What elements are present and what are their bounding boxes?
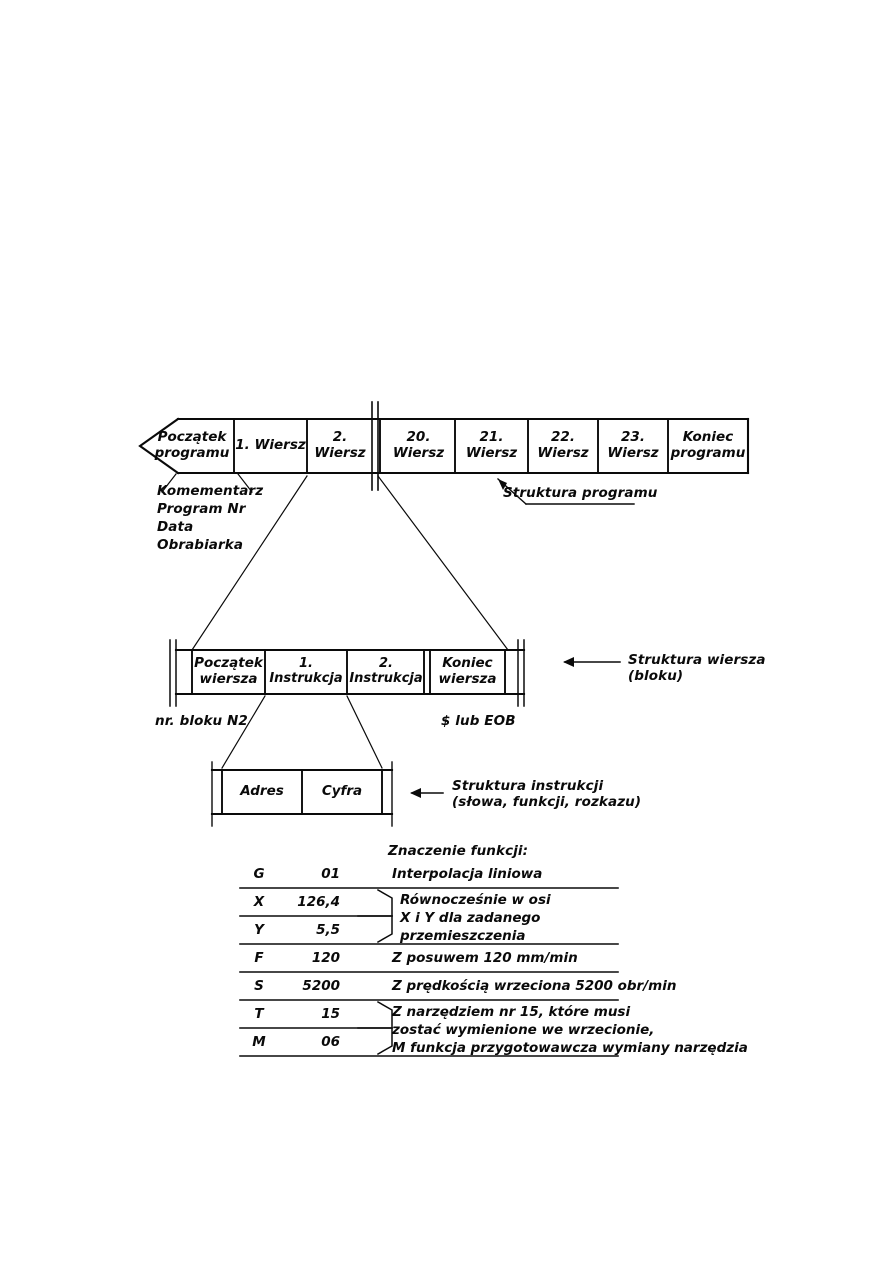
function-row-symbol-s: S xyxy=(254,978,264,994)
block-cell-instruction-1: 1. Instrukcja xyxy=(269,656,343,686)
program-header-note-program-nr: Program Nr xyxy=(157,501,246,517)
program-row-leaders xyxy=(161,473,253,493)
function-row-symbol-x: X xyxy=(253,894,265,910)
expansion-lines-program-to-block xyxy=(191,475,509,651)
function-table-group-braces xyxy=(357,888,393,1056)
program-structure-callout: Struktura programu xyxy=(503,485,658,501)
function-row-meaning-f: Z posuwem 120 mm/min xyxy=(392,950,578,966)
function-row-symbol-m: M xyxy=(252,1034,266,1050)
function-row-value-y: 5,5 xyxy=(316,922,340,938)
block-row-break-marks xyxy=(169,639,525,707)
program-row-frame xyxy=(138,417,750,475)
block-cell-start: Początek wiersza xyxy=(194,655,263,687)
function-row-value-g: 01 xyxy=(321,866,340,882)
block-callout-arrow xyxy=(563,657,621,667)
function-row-value-t: 15 xyxy=(321,1006,340,1022)
function-table-rules xyxy=(239,887,619,1057)
function-row-value-m: 06 xyxy=(321,1034,340,1050)
function-table-header: Znaczenie funkcji: xyxy=(388,843,529,859)
program-row-dividers xyxy=(233,418,669,474)
program-cell-line-20: 20. Wiersz xyxy=(392,429,445,461)
function-row-meaning-s: Z prędkością wrzeciona 5200 obr/min xyxy=(392,978,677,994)
program-cell-start: Początek programu xyxy=(154,429,230,461)
block-right-note: $ lub EOB xyxy=(441,713,516,729)
instruction-cell-adres: Adres xyxy=(240,783,284,800)
program-cell-line-23: 23. Wiersz xyxy=(607,429,659,461)
block-row-dividers xyxy=(191,649,506,695)
function-row-value-x: 126,4 xyxy=(297,894,340,910)
program-cell-line-2: 2. Wiersz xyxy=(314,429,366,461)
expansion-lines-block-to-instruction xyxy=(221,695,383,769)
block-cell-instruction-2: 2. Instrukcja xyxy=(349,656,423,686)
function-row-value-s: 5200 xyxy=(302,978,340,994)
function-row-symbol-g: G xyxy=(253,866,265,882)
program-header-note-komentarz: Komementarz xyxy=(157,483,264,499)
function-group-meaning-tm: Z narzędziem nr 15, które musi zostać wy… xyxy=(392,1004,748,1056)
function-group-meaning-xy: Równocześnie w osi X i Y dla zadanego pr… xyxy=(400,892,551,944)
function-row-symbol-f: F xyxy=(254,950,264,966)
instruction-cell-cyfra: Cyfra xyxy=(321,783,363,800)
program-cell-line-21: 21. Wiersz xyxy=(465,429,518,461)
program-cell-line-22: 22. Wiersz xyxy=(537,429,589,461)
program-cell-line-1: 1. Wiersz xyxy=(235,437,306,454)
instruction-callout-arrow xyxy=(410,788,444,798)
block-structure-callout: Struktura wiersza (bloku) xyxy=(628,652,766,684)
function-row-symbol-y: Y xyxy=(254,922,264,938)
block-row-frame xyxy=(174,648,526,696)
function-row-meaning-g: Interpolacja liniowa xyxy=(392,866,543,882)
program-cell-end: Koniec programu xyxy=(670,429,746,461)
block-cell-end: Koniec wiersza xyxy=(438,655,497,687)
program-header-note-data: Data xyxy=(157,519,194,535)
function-row-symbol-t: T xyxy=(254,1006,264,1022)
instruction-row-dividers xyxy=(221,769,383,815)
function-row-value-f: 120 xyxy=(311,950,340,966)
block-left-note: nr. bloku N2 xyxy=(155,713,248,729)
instruction-structure-callout: Struktura instrukcji (słowa, funkcji, ro… xyxy=(452,778,642,810)
program-header-note-obrabiarka: Obrabiarka xyxy=(157,537,244,553)
instruction-row-end-marks xyxy=(211,761,393,827)
program-callout-leader xyxy=(497,478,635,505)
